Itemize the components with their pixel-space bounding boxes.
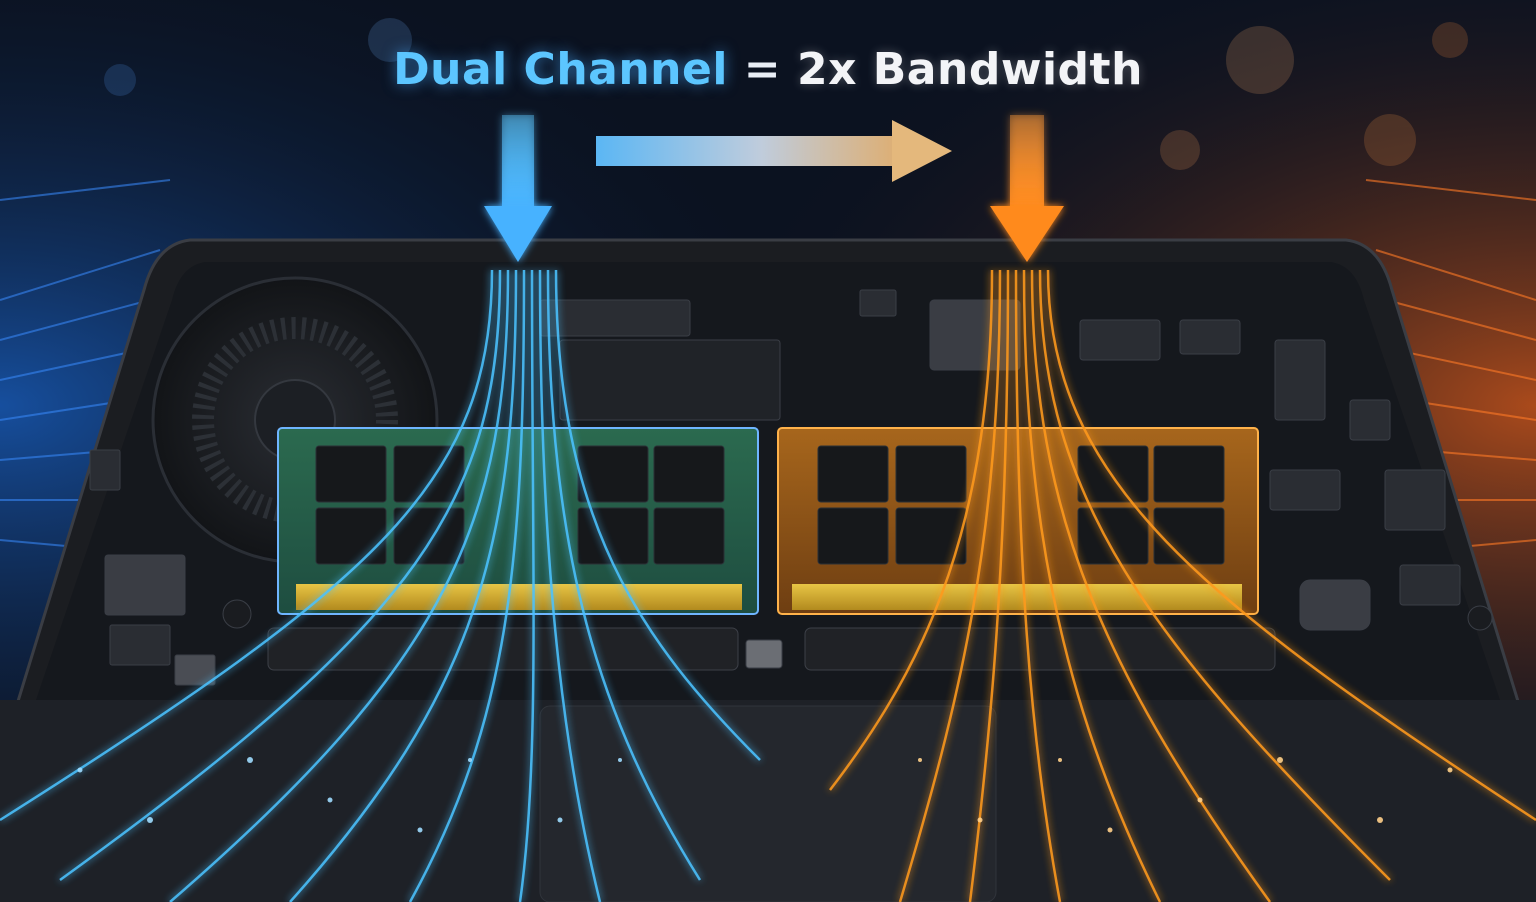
headline-equals: = [743,44,782,95]
headline: Dual Channel = 2x Bandwidth [0,44,1536,95]
ram-module-a [277,427,759,615]
headline-dual-channel: Dual Channel [393,44,728,95]
arrow-down-orange-icon [990,115,1064,262]
bokeh-lights [104,18,1468,170]
particles-b [918,757,1453,833]
trackpad [539,705,997,902]
speed-lines-right [1365,179,1536,551]
headline-bandwidth: 2x Bandwidth [796,44,1143,95]
arrow-down-blue-icon [484,115,552,262]
data-stream-b [829,269,1536,902]
particles-a [77,757,622,833]
board-components [89,289,1493,686]
arrow-right-gradient-icon [596,120,952,182]
ram-module-b [777,427,1259,615]
slot-b [804,627,1276,671]
data-stream-a [0,269,761,902]
